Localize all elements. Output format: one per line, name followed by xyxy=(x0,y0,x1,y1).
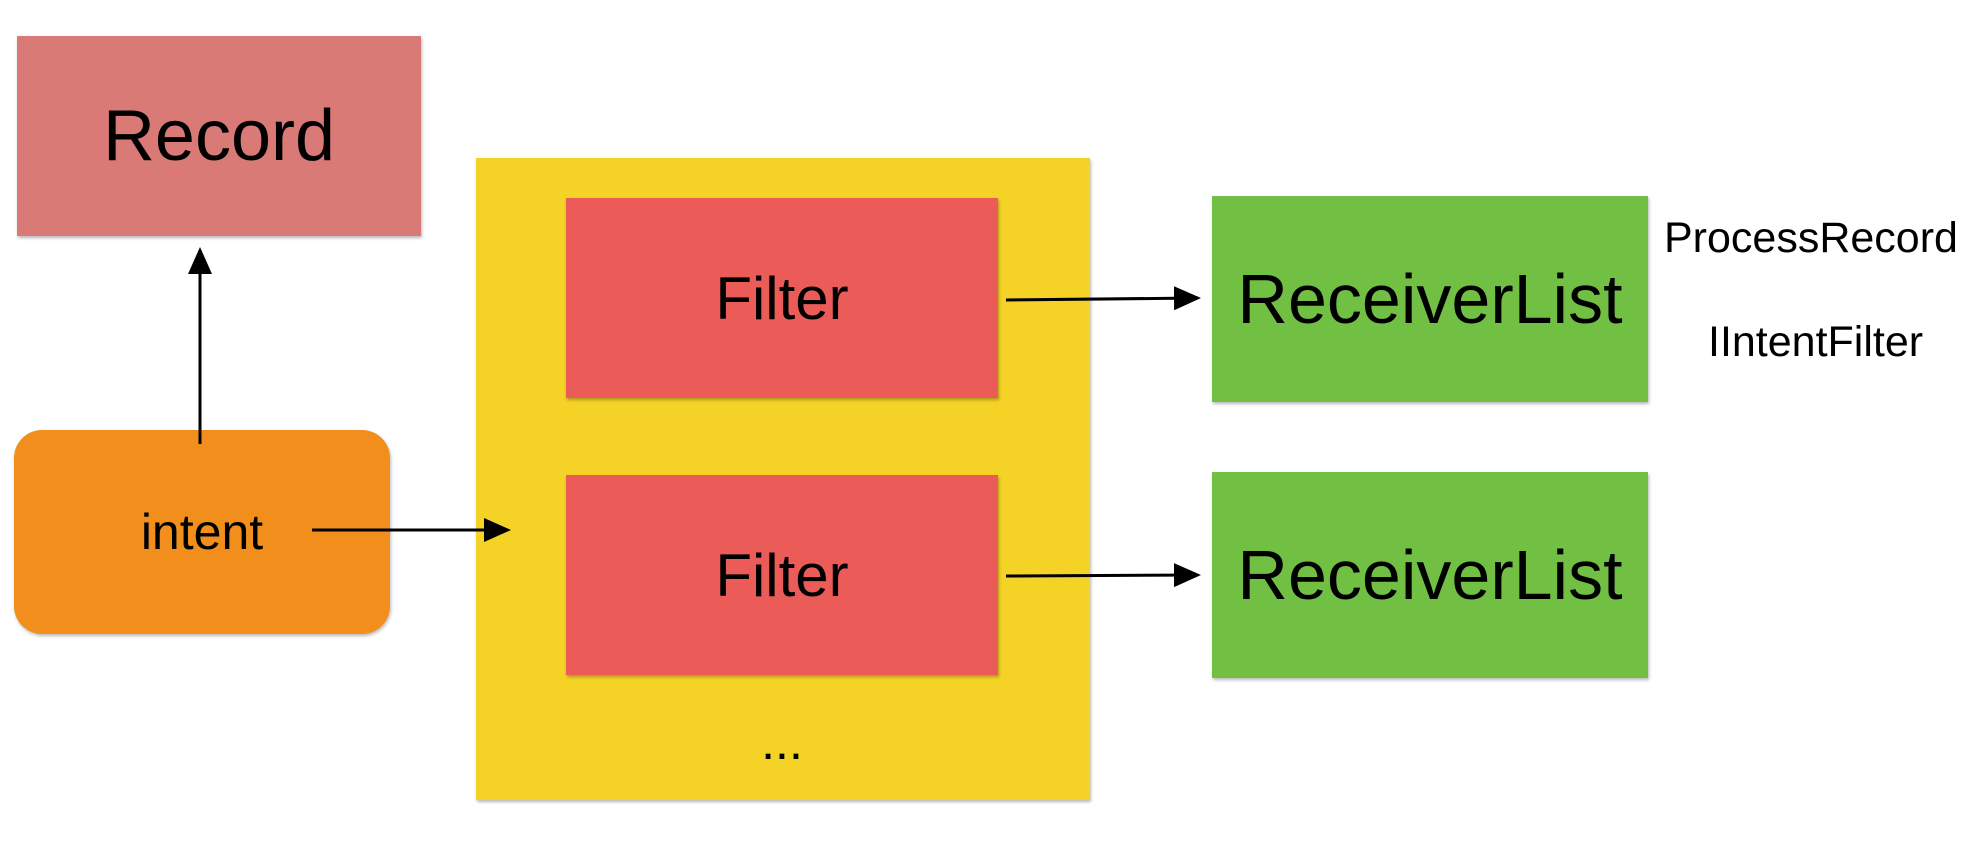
filter-box-1: Filter xyxy=(566,198,998,398)
filter-box-2: Filter xyxy=(566,475,998,675)
container-ellipsis: ... xyxy=(761,714,803,770)
intent-filter-annotation: IIntentFilter xyxy=(1708,318,1924,366)
intent-box: intent xyxy=(14,430,390,634)
receiver-list-box-2: ReceiverList xyxy=(1212,472,1648,678)
record-label: Record xyxy=(102,96,336,176)
filter-label-2: Filter xyxy=(715,541,849,609)
receiver-list-box-1: ReceiverList xyxy=(1212,196,1648,402)
receiver-list-label-1: ReceiverList xyxy=(1237,260,1623,338)
receiver-list-label-2: ReceiverList xyxy=(1237,536,1623,614)
intent-label: intent xyxy=(140,504,264,560)
filter-label-1: Filter xyxy=(715,264,849,332)
record-box: Record xyxy=(17,36,421,236)
process-record-annotation: ProcessRecord xyxy=(1664,214,1958,262)
